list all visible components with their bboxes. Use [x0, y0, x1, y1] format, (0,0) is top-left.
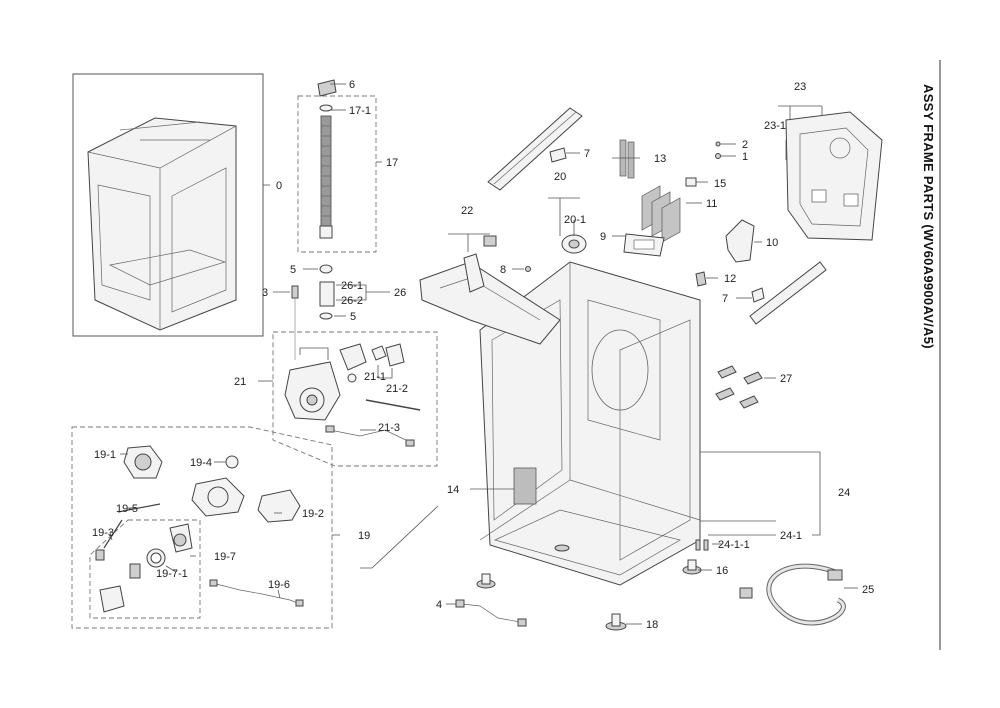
part-13-strip	[619, 139, 635, 179]
label-11: 11	[706, 198, 717, 210]
part-10-bracket	[725, 219, 755, 263]
label-19-6: 19-6	[268, 579, 290, 591]
label-27: 27	[780, 373, 792, 385]
label-19: 19	[358, 530, 370, 542]
label-2: 2	[742, 139, 748, 151]
label-21-3: 21-3	[378, 422, 400, 434]
label-10: 10	[766, 237, 778, 249]
part-8-screw	[525, 266, 531, 272]
label-24-1: 24-1	[780, 530, 802, 542]
label-17-1: 17-1	[349, 105, 371, 117]
label-23-1: 23-1	[764, 120, 786, 132]
label-4: 4	[436, 599, 442, 611]
part-23-back-cover	[785, 111, 883, 241]
label-19-1: 19-1	[94, 449, 116, 461]
label-15: 15	[714, 178, 726, 190]
part-7-lower-rail	[749, 261, 827, 325]
label-21-2: 21-2	[386, 383, 408, 395]
label-7-lower: 7	[722, 293, 728, 305]
label-7-upper: 7	[584, 148, 590, 160]
label-19-3: 19-3	[92, 527, 114, 539]
part-1-screw	[715, 153, 721, 159]
label-22: 22	[461, 205, 473, 217]
label-5-upper: 5	[290, 264, 296, 276]
label-21: 21	[234, 376, 246, 388]
leader-lines	[109, 83, 858, 625]
label-26-2: 26-2	[341, 295, 363, 307]
label-21-1: 21-1	[364, 371, 386, 383]
label-17: 17	[386, 157, 398, 169]
label-8: 8	[500, 264, 506, 276]
label-20-1: 20-1	[564, 214, 586, 226]
part-15-clip	[685, 177, 697, 187]
part-25-inlet-hose	[739, 563, 846, 626]
part-19-drain-pump-assembly	[71, 426, 340, 629]
label-23: 23	[794, 81, 806, 93]
label-19-4: 19-4	[190, 457, 212, 469]
label-26: 26	[394, 287, 406, 299]
label-25: 25	[862, 584, 874, 596]
part-27-screws	[715, 365, 763, 409]
part-21-pump-assembly	[272, 331, 438, 467]
label-26-1: 26-1	[341, 280, 363, 292]
part-9-frame-plate	[623, 233, 665, 257]
part-2-screw	[715, 141, 721, 147]
label-6: 6	[349, 79, 355, 91]
label-19-7: 19-7	[214, 551, 236, 563]
label-18: 18	[646, 619, 658, 631]
part-11-panels	[641, 185, 681, 243]
label-19-5: 19-5	[116, 503, 138, 515]
part-0-cabinet-thumbnail	[72, 73, 270, 337]
part-22-top-frame	[419, 235, 561, 345]
label-12: 12	[724, 273, 736, 285]
part-7-upper-bracket	[487, 107, 583, 191]
part-24-1-fixture	[695, 539, 709, 551]
label-9: 9	[600, 231, 606, 243]
part-18-foot	[605, 613, 627, 631]
label-5-lower: 5	[350, 311, 356, 323]
label-19-2: 19-2	[302, 508, 324, 520]
label-1: 1	[742, 151, 748, 163]
label-3: 3	[262, 287, 268, 299]
label-16: 16	[716, 565, 728, 577]
label-0: 0	[276, 180, 282, 192]
part-labels: 0 6 17-1 17 5 3 26-1 26 26-2 5 21 21-1 2…	[92, 79, 874, 631]
label-24: 24	[838, 487, 850, 499]
part-17-drain-hose-assembly	[297, 79, 382, 320]
label-13: 13	[654, 153, 666, 165]
part-16-foot	[476, 544, 702, 589]
diagram-title: ASSY FRAME PARTS (WV60A9900AV/A5)	[921, 84, 936, 349]
label-20: 20	[554, 171, 566, 183]
part-3-bolt	[291, 285, 299, 360]
label-19-7-1: 19-7-1	[156, 568, 188, 580]
part-14-panel	[513, 467, 537, 505]
part-20-damper-disc	[561, 234, 587, 254]
label-24-1-1: 24-1-1	[718, 539, 750, 551]
part-4-wire-harness	[455, 599, 527, 627]
label-14: 14	[447, 484, 459, 496]
part-12-clip	[695, 271, 707, 287]
